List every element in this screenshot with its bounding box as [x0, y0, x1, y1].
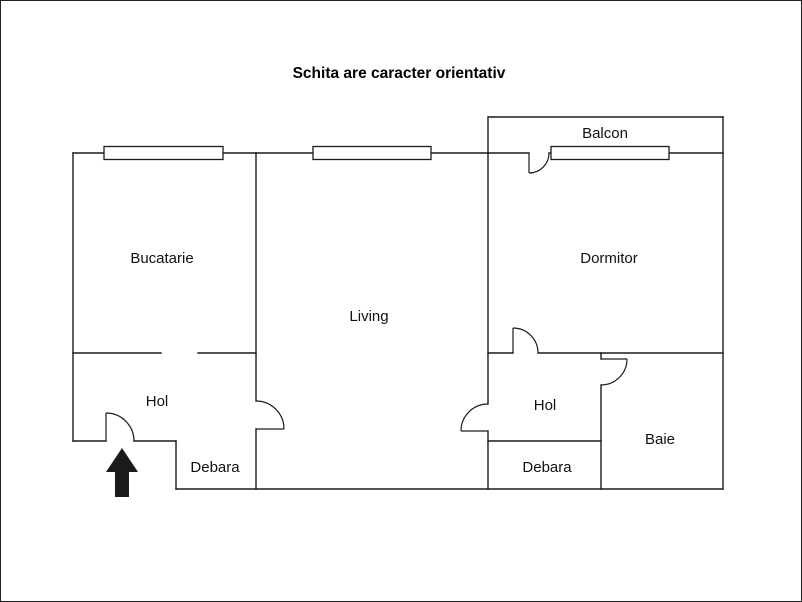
- door-entrance-icon: [105, 412, 135, 442]
- walls: [72, 116, 724, 490]
- room-label-baie: Baie: [645, 431, 675, 448]
- entrance-arrow-icon: [106, 448, 138, 497]
- door-hol-dormitor-icon: [512, 327, 539, 354]
- page-title: Schita are caracter orientativ: [293, 65, 506, 82]
- room-label-debara-right: Debara: [522, 459, 572, 476]
- room-label-dormitor: Dormitor: [580, 250, 638, 267]
- room-label-living: Living: [349, 308, 388, 325]
- door-living-hol-icon: [460, 403, 489, 432]
- windows: [103, 145, 670, 161]
- door-hol-baie-icon: [600, 358, 628, 386]
- window-living-icon: [312, 145, 432, 161]
- door-hol-living-icon: [255, 400, 285, 430]
- window-bucatarie-icon: [103, 145, 224, 161]
- wall-balcon: [487, 116, 724, 154]
- doors: [105, 152, 628, 442]
- door-balcon-icon: [528, 152, 550, 174]
- room-label-balcon: Balcon: [582, 125, 628, 142]
- room-label-hol-left: Hol: [146, 393, 169, 410]
- room-label-debara-left: Debara: [190, 459, 240, 476]
- room-label-bucatarie: Bucatarie: [130, 250, 193, 267]
- room-labels: Schita are caracter orientativ Balcon Bu…: [130, 65, 675, 476]
- room-label-hol-right: Hol: [534, 397, 557, 414]
- window-dormitor-icon: [550, 145, 670, 161]
